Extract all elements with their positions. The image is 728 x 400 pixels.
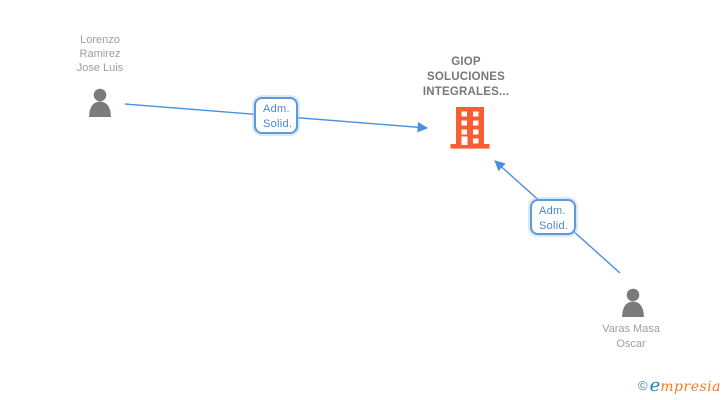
logo-text: mpresia	[660, 379, 721, 395]
person-icon[interactable]	[85, 88, 115, 117]
person-icon[interactable]	[618, 288, 648, 317]
name-line: Jose Luis	[76, 62, 124, 74]
copyright-icon: ©	[638, 378, 648, 393]
edge-label-line: Solid.	[263, 118, 293, 130]
name-line: GIOP	[451, 56, 481, 68]
edge-label-line: Adm.	[263, 103, 290, 115]
edge-label-line: Adm.	[539, 205, 566, 217]
edge-label-adm-solid-1[interactable]: Adm. Solid.	[254, 97, 298, 134]
name-line: Ramirez	[79, 48, 121, 60]
person1-name-label[interactable]: Lorenzo Ramirez Jose Luis	[40, 33, 160, 75]
name-line: Lorenzo	[80, 34, 120, 46]
name-line: SOLUCIONES	[426, 71, 506, 83]
person2-name-label[interactable]: Varas Masa Oscar	[571, 322, 691, 352]
name-line: Oscar	[616, 338, 646, 350]
company-name-label[interactable]: GIOP SOLUCIONES INTEGRALES...	[396, 55, 536, 100]
empresia-logo[interactable]: ©empresia	[638, 375, 721, 396]
logo-initial: e	[649, 375, 661, 396]
edge-label-adm-solid-2[interactable]: Adm. Solid.	[530, 199, 576, 235]
building-icon[interactable]	[450, 103, 490, 149]
name-line: Varas Masa	[602, 323, 660, 335]
edge-label-line: Solid.	[539, 220, 569, 232]
name-line: INTEGRALES...	[422, 86, 510, 98]
